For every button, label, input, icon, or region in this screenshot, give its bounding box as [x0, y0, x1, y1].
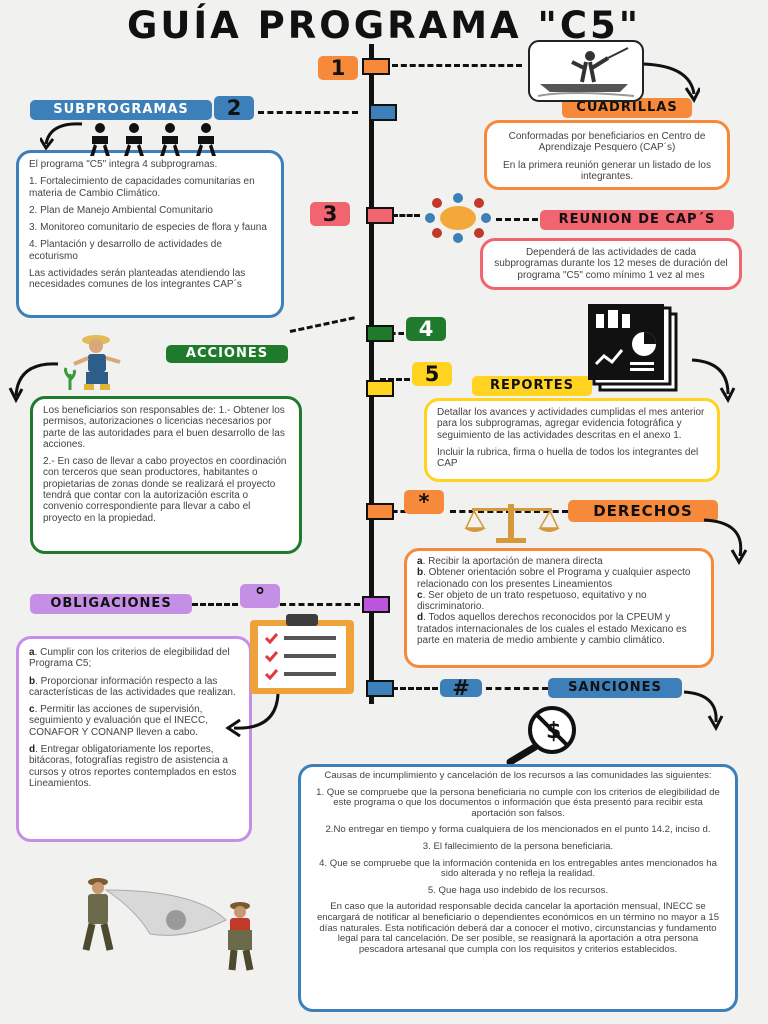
meeting-people-icon [90, 123, 216, 156]
subprogramas-outro: Las actividades serán planteadas atendie… [29, 268, 246, 291]
subprogramas-item-4: 4. Plantación y desarrollo de actividade… [29, 239, 222, 262]
farmer-plant-icon [64, 335, 121, 390]
timeline-spine [369, 44, 374, 704]
card-acciones: Los beneficiarios son responsables de: 1… [30, 396, 302, 554]
card-cuadrillas: Conformadas por beneficiarios en Centro … [484, 120, 730, 190]
timeline-node-3 [366, 207, 394, 224]
acciones-text-2: 2.- En caso de llevar a cabo proyectos e… [43, 456, 287, 524]
card-sanciones: Causas de incumplimiento y cancelación d… [298, 764, 738, 1012]
cuadrillas-text-1: Conformadas por beneficiarios en Centro … [508, 131, 706, 154]
connector-4b [390, 332, 404, 335]
derechos-item-d: d. Todos aquellos derechos reconocidos p… [417, 612, 687, 647]
connector-5 [380, 378, 410, 381]
fishermen-net-icon [82, 878, 254, 971]
sanciones-text-0: Causas de incumplimiento y cancelación d… [324, 770, 712, 781]
step-number-2: 2 [214, 96, 254, 120]
reportes-text-2: Incluir la rubrica, firma o huella de to… [437, 446, 699, 470]
timeline-node-2 [369, 104, 397, 121]
connector-4a [289, 316, 355, 333]
derechos-item-c: c. Ser objeto de un trato respetuoso, eq… [417, 589, 647, 613]
step-number-4: 4 [406, 317, 446, 341]
connector-8a [392, 687, 438, 690]
svg-text:$: $ [546, 719, 561, 744]
obligaciones-item-a: a. Cumplir con los criterios de elegibil… [29, 647, 230, 670]
subprogramas-item-3: 3. Monitoreo comunitario de especies de … [29, 222, 267, 234]
card-subprogramas: El programa "C5" integra 4 subprogramas.… [16, 150, 284, 318]
timeline-node-4 [366, 325, 394, 342]
timeline-node-1 [362, 58, 390, 75]
step-number-7: ° [240, 584, 280, 608]
connector-7b [280, 603, 360, 606]
derechos-item-b: b. Obtener orientación sobre el Programa… [417, 567, 691, 590]
subprogramas-intro: El programa "C5" integra 4 subprogramas. [29, 159, 218, 170]
obligaciones-item-b: b. Proporcionar información respecto a l… [29, 675, 236, 698]
label-obligaciones: OBLIGACIONES [30, 594, 192, 614]
connector-1 [392, 64, 522, 67]
reunion-text: Dependerá de las actividades de cada sub… [494, 247, 728, 281]
label-reportes: REPORTES [472, 376, 592, 396]
step-number-1: 1 [318, 56, 358, 80]
connector-7a [192, 603, 238, 606]
cuadrillas-text-2: En la primera reunión generar un listado… [503, 159, 711, 182]
timeline-node-7 [362, 596, 390, 613]
page-title: GUÍA PROGRAMA "C5" [126, 4, 642, 47]
fisherman-boat-icon [528, 40, 644, 102]
curved-arrow-icon [703, 518, 748, 565]
timeline-node-6 [366, 503, 394, 520]
timeline-node-5 [366, 380, 394, 397]
step-number-6: * [404, 490, 444, 514]
label-cuadrillas: CUADRILLAS [562, 98, 692, 118]
curved-arrow-icon [8, 362, 59, 404]
connector-2 [258, 111, 358, 114]
label-reunion-caps: REUNION DE CAP´S [540, 210, 734, 230]
round-table-icon [425, 193, 491, 243]
card-derechos: a. Recibir la aportación de manera direc… [404, 548, 714, 668]
curved-arrow-icon [40, 122, 83, 150]
magnifier-ban-icon: $ [506, 706, 576, 764]
acciones-text-1: Los beneficiarios son responsables de: 1… [43, 405, 285, 450]
scales-justice-icon [464, 504, 560, 543]
connector-3a [392, 214, 420, 217]
label-sanciones: SANCIONES [548, 678, 682, 698]
step-number-8: # [440, 678, 482, 699]
label-acciones: ACCIONES [166, 345, 288, 363]
card-reunion-caps: Dependerá de las actividades de cada sub… [480, 238, 742, 290]
sanciones-text-1: 1. Que se compruebe que la persona benef… [316, 786, 720, 819]
connector-8b [486, 687, 548, 690]
card-reportes: Detallar los avances y actividades cumpl… [424, 398, 720, 482]
report-document-icon [588, 304, 678, 392]
step-number-5: 5 [412, 362, 452, 386]
label-subprogramas: SUBPROGRAMAS [30, 100, 212, 120]
label-derechos: DERECHOS [568, 500, 718, 522]
sanciones-text-6: En caso que la autoridad responsable dec… [316, 901, 720, 955]
timeline-node-8 [366, 680, 394, 697]
curved-arrow-icon [643, 62, 700, 103]
curved-arrow-icon [225, 693, 280, 738]
obligaciones-item-d: d. Entregar obligatoriamente los reporte… [29, 744, 237, 789]
connector-3b [496, 218, 538, 221]
sanciones-text-2: 2.No entregar en tiempo y forma cualquie… [325, 824, 711, 836]
curved-arrow-icon [683, 690, 724, 732]
subprogramas-item-2: 2. Plan de Manejo Ambiental Comunitario [29, 204, 213, 216]
clipboard-checklist-icon [250, 614, 354, 694]
step-number-3: 3 [310, 202, 350, 226]
obligaciones-item-c: c. Permitir las acciones de supervisión,… [29, 704, 208, 738]
sanciones-text-3: 3. El fallecimiento de la persona benefi… [422, 840, 614, 852]
sanciones-text-5: 5. Que haga uso indebido de los recursos… [427, 884, 609, 896]
sanciones-text-4: 4. Que se compruebe que la información c… [319, 857, 717, 880]
derechos-item-a: a. Recibir la aportación de manera direc… [417, 556, 603, 567]
curved-arrow-icon [691, 358, 736, 404]
subprogramas-item-1: 1. Fortalecimiento de capacidades comuni… [29, 176, 255, 199]
card-obligaciones: a. Cumplir con los criterios de elegibil… [16, 636, 252, 842]
connector-6a [392, 510, 406, 513]
reportes-text-1: Detallar los avances y actividades cumpl… [437, 407, 705, 441]
